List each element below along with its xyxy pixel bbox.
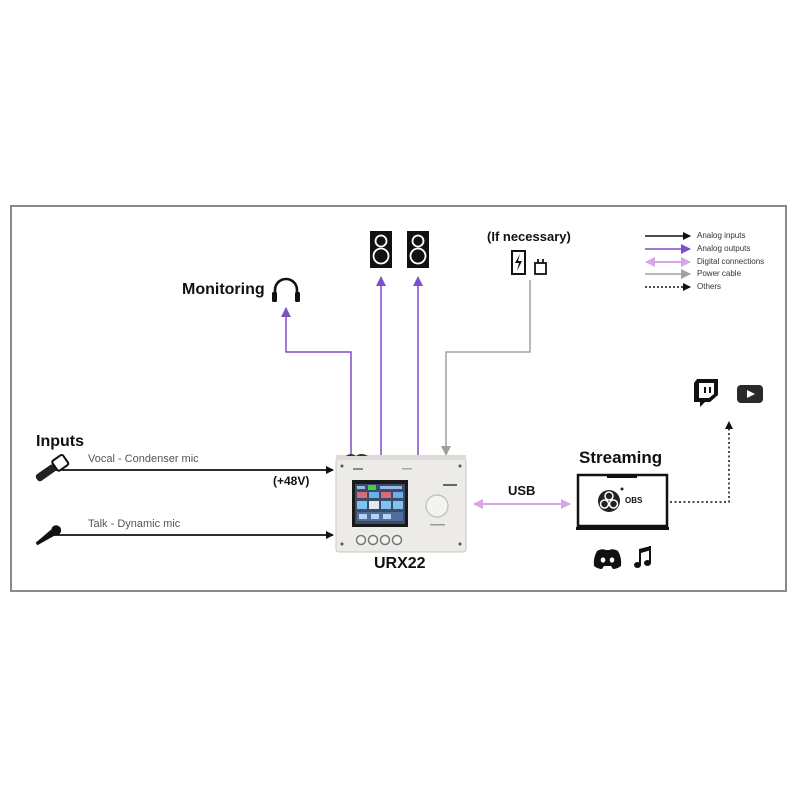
- device-gain-knob-4: [391, 534, 403, 546]
- legend-label-digital: Digital connections: [697, 257, 765, 266]
- arrow-to-headphones: [281, 307, 352, 458]
- device-gain-knob-3: [379, 534, 391, 546]
- talk-mic-label: Talk - Dynamic mic: [88, 518, 181, 530]
- urx22-device: [335, 454, 467, 553]
- legend-label-analog-inputs: Analog inputs: [697, 231, 746, 240]
- device-gain-knob-2: [367, 534, 379, 546]
- headphones-icon: [272, 277, 300, 302]
- battery-charging-icon: [511, 250, 526, 275]
- obs-logo-icon: [598, 487, 624, 512]
- vocal-mic-label: Vocal - Condenser mic: [88, 453, 199, 465]
- power-plug-icon: [534, 259, 547, 275]
- streaming-label: Streaming: [579, 448, 663, 467]
- others-arrow-to-platforms: [670, 421, 733, 503]
- dynamic-mic-icon: [35, 525, 62, 546]
- legend: [645, 232, 691, 291]
- device-gain-knob-1: [355, 534, 367, 546]
- obs-label: OBS: [625, 496, 643, 505]
- condenser-mic-icon: [35, 453, 70, 482]
- discord-icon: [593, 549, 622, 569]
- if-necessary-label: (If necessary): [487, 229, 571, 244]
- speaker-right-icon: [407, 231, 429, 268]
- usb-label: USB: [508, 483, 536, 498]
- diagram-frame: [10, 205, 787, 592]
- device-touchscreen: [352, 480, 408, 527]
- legend-label-power: Power cable: [697, 269, 742, 278]
- phantom-power-label: (+48V): [273, 474, 310, 488]
- device-name-label: URX22: [374, 555, 426, 572]
- device-volume-knob: [425, 494, 449, 518]
- power-cable-arrow: [441, 280, 531, 456]
- legend-label-others: Others: [697, 282, 722, 291]
- inputs-label: Inputs: [36, 433, 84, 450]
- legend-label-analog-outputs: Analog outputs: [697, 244, 751, 253]
- laptop-icon: [576, 473, 669, 530]
- youtube-icon: [737, 385, 763, 403]
- speaker-left-icon: [370, 231, 392, 268]
- twitch-icon: [694, 379, 718, 407]
- music-note-icon: [634, 546, 651, 568]
- monitoring-label: Monitoring: [182, 281, 265, 298]
